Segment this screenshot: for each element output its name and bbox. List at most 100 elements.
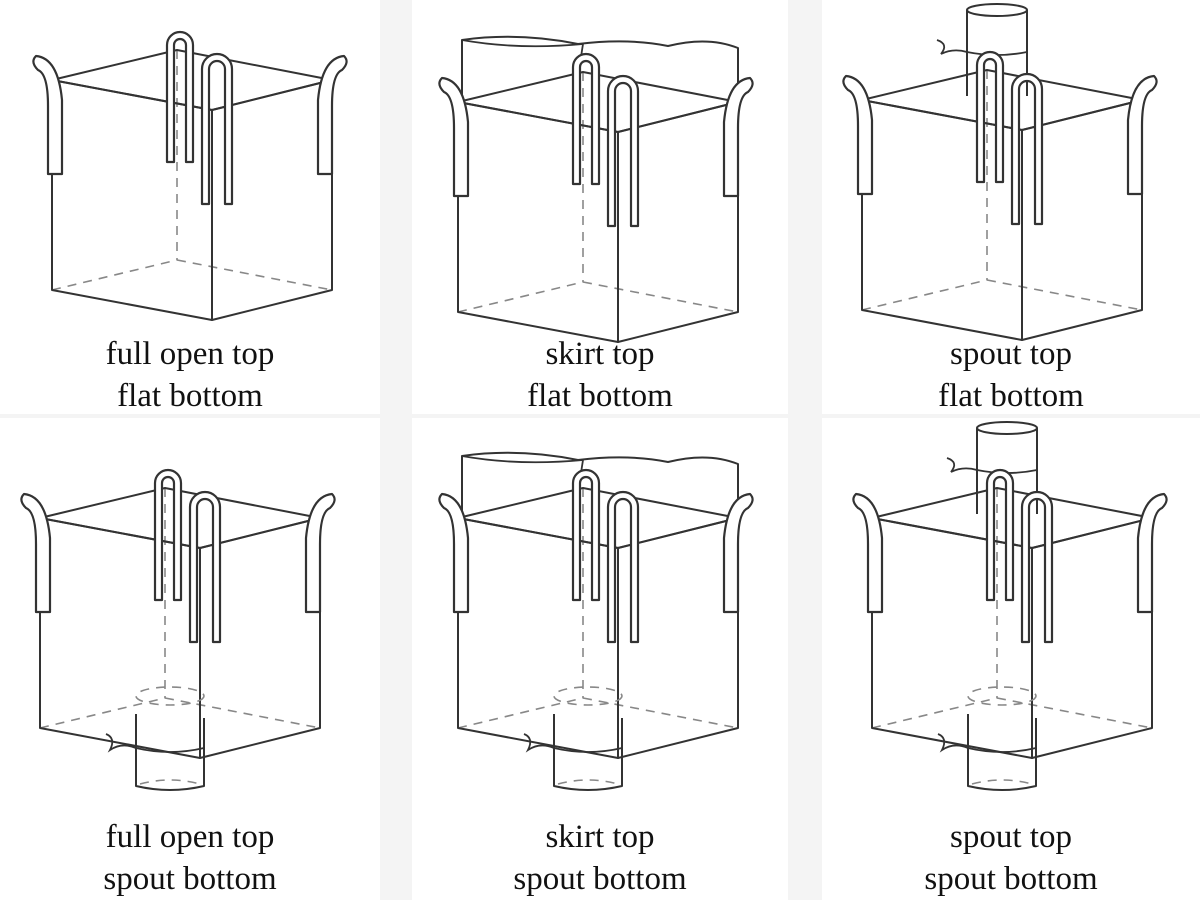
spout-bottom-inlet <box>553 686 623 706</box>
lifting-strap-left <box>438 492 470 614</box>
lifting-strap-left <box>32 54 64 176</box>
hidden-edge <box>457 281 584 313</box>
lifting-strap-back <box>571 468 601 602</box>
bottom-type-label: spout bottom <box>924 861 1098 897</box>
skirt-top <box>461 451 739 518</box>
bag-caption: skirt top spout bottom <box>412 816 788 900</box>
hidden-edge <box>164 697 321 729</box>
bag-illustration <box>852 421 1168 791</box>
lifting-strap-right <box>1126 74 1158 196</box>
lifting-strap-front <box>606 74 640 228</box>
spout-top-opening <box>976 421 1038 435</box>
bag-panel-skirt-top-flat-bottom: skirt top flat bottom <box>412 0 788 414</box>
skirt-fold <box>461 39 584 48</box>
bag-panel-spout-top-flat-bottom: spout top flat bottom <box>822 0 1200 414</box>
spout-top-opening <box>966 3 1028 17</box>
lifting-strap-back <box>985 468 1015 602</box>
top-type-label: skirt top <box>545 336 655 372</box>
spout-bottom-rim <box>971 779 1033 785</box>
bottom-type-label: spout bottom <box>103 861 277 897</box>
spout-bottom-tie-string <box>523 733 555 753</box>
hidden-edge <box>861 279 988 311</box>
spout-tie-string <box>946 457 978 473</box>
lifting-strap-front <box>606 490 640 644</box>
lifting-strap-right <box>304 492 336 614</box>
bag-illustration <box>438 35 754 343</box>
lifting-strap-back <box>165 30 195 164</box>
top-type-label: full open top <box>105 819 275 855</box>
spout-bottom-body <box>135 714 205 791</box>
bag-panel-open-top-flat-bottom: full open top flat bottom <box>0 0 380 414</box>
spout-bottom-tie-string <box>937 733 969 753</box>
spout-bottom-rim <box>139 779 201 785</box>
bag-illustration <box>32 30 348 321</box>
spout-tie-string <box>936 39 968 55</box>
bag-panel-skirt-top-spout-bottom: skirt top spout bottom <box>412 418 788 900</box>
bag-caption: full open top flat bottom <box>0 333 380 417</box>
spout-bottom-tie <box>553 747 623 753</box>
bottom-type-label: spout bottom <box>513 861 687 897</box>
spout-bottom-tie <box>967 747 1037 753</box>
bag-drawing <box>438 35 754 343</box>
hidden-edge <box>582 697 739 729</box>
lifting-strap-front <box>1020 490 1054 644</box>
spout-bottom-inlet <box>967 686 1037 706</box>
lifting-strap-right <box>1136 492 1168 614</box>
skirt-top <box>461 35 739 102</box>
lifting-strap-left <box>20 492 52 614</box>
lifting-strap-back <box>975 50 1005 184</box>
hidden-edge <box>39 697 166 729</box>
spout-bottom-body <box>553 714 623 791</box>
lifting-strap-left <box>842 74 874 196</box>
bag-panel-open-top-spout-bottom: full open top spout bottom <box>0 418 380 900</box>
bottom-type-label: flat bottom <box>938 378 1084 414</box>
front-right-face <box>617 101 739 343</box>
lifting-strap-front <box>1010 72 1044 226</box>
hidden-edge <box>51 259 178 291</box>
lifting-strap-left <box>852 492 884 614</box>
lifting-strap-right <box>722 76 754 198</box>
bag-drawing <box>20 468 336 791</box>
hidden-edge <box>871 697 998 729</box>
skirt-fold <box>461 455 584 464</box>
top-type-label: spout top <box>950 336 1072 372</box>
spout-bottom-tie-string <box>105 733 137 753</box>
top-type-label: full open top <box>105 336 275 372</box>
lifting-strap-back <box>153 468 183 602</box>
front-right-face <box>211 79 333 321</box>
bag-caption: full open top spout bottom <box>0 816 380 900</box>
top-type-label: skirt top <box>545 819 655 855</box>
top-type-label: spout top <box>950 819 1072 855</box>
bag-illustration <box>20 468 336 791</box>
lifting-strap-right <box>316 54 348 176</box>
lifting-strap-back <box>571 52 601 186</box>
front-right-face <box>199 517 321 759</box>
bag-drawing <box>842 3 1158 341</box>
spout-bottom-rim <box>557 779 619 785</box>
bag-panel-spout-top-spout-bottom: spout top spout bottom <box>822 418 1200 900</box>
front-right-face <box>1031 517 1153 759</box>
hidden-edge <box>176 259 333 291</box>
bag-caption: skirt top flat bottom <box>412 333 788 417</box>
front-right-face <box>1021 99 1143 341</box>
lifting-strap-front <box>188 490 222 644</box>
hidden-edge <box>996 697 1153 729</box>
spout-bottom-inlet <box>135 686 205 706</box>
bag-drawing <box>32 30 348 321</box>
lifting-strap-front <box>200 52 234 206</box>
lifting-strap-right <box>722 492 754 614</box>
bag-illustration <box>438 451 754 791</box>
bag-drawing <box>438 451 754 791</box>
bag-drawing <box>852 421 1168 791</box>
hidden-edge <box>582 281 739 313</box>
hidden-edge <box>986 279 1143 311</box>
bottom-type-label: flat bottom <box>527 378 673 414</box>
spout-bottom-tie <box>135 747 205 753</box>
bag-caption: spout top spout bottom <box>822 816 1200 900</box>
front-right-face <box>617 517 739 759</box>
bag-illustration <box>842 3 1158 341</box>
lifting-strap-left <box>438 76 470 198</box>
bag-caption: spout top flat bottom <box>822 333 1200 417</box>
hidden-edge <box>457 697 584 729</box>
bottom-type-label: flat bottom <box>117 378 263 414</box>
